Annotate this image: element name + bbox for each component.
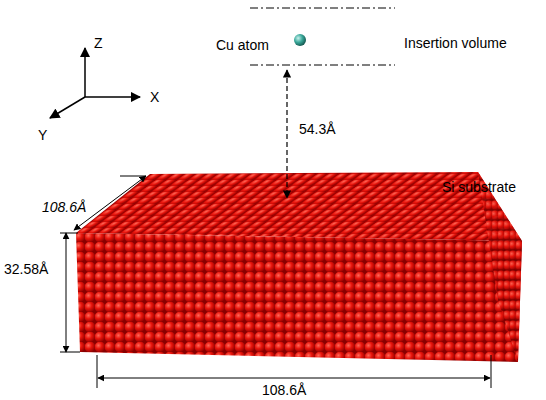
insertion-line — [250, 8, 395, 9]
axis-label: Z — [94, 36, 103, 51]
extension-line — [60, 352, 80, 353]
insertion-line — [250, 65, 395, 66]
extension-line — [120, 176, 146, 177]
dimension-label: 108.6Å — [262, 383, 306, 398]
dimension-label: 54.3Å — [297, 122, 338, 137]
extension-line — [491, 355, 492, 388]
dimension-label: 32.58Å — [4, 262, 48, 277]
substrate-side — [478, 172, 522, 362]
extension-line — [97, 355, 98, 388]
cu-atom — [294, 34, 306, 46]
axes — [50, 48, 140, 118]
axis-label: X — [150, 90, 159, 105]
region-label: Insertion volume — [404, 36, 507, 51]
extension-line — [60, 233, 78, 234]
substrate-top — [76, 172, 522, 241]
axis-label: Y — [38, 128, 47, 143]
dimension-label: 108.6Å — [42, 200, 86, 215]
substrate-front — [76, 233, 522, 362]
atom-label: Cu atom — [216, 38, 269, 53]
height-arrow — [286, 70, 287, 198]
dimension-line — [66, 233, 67, 352]
dimension-line — [98, 378, 490, 379]
substrate-label: Si substrate — [442, 180, 516, 195]
